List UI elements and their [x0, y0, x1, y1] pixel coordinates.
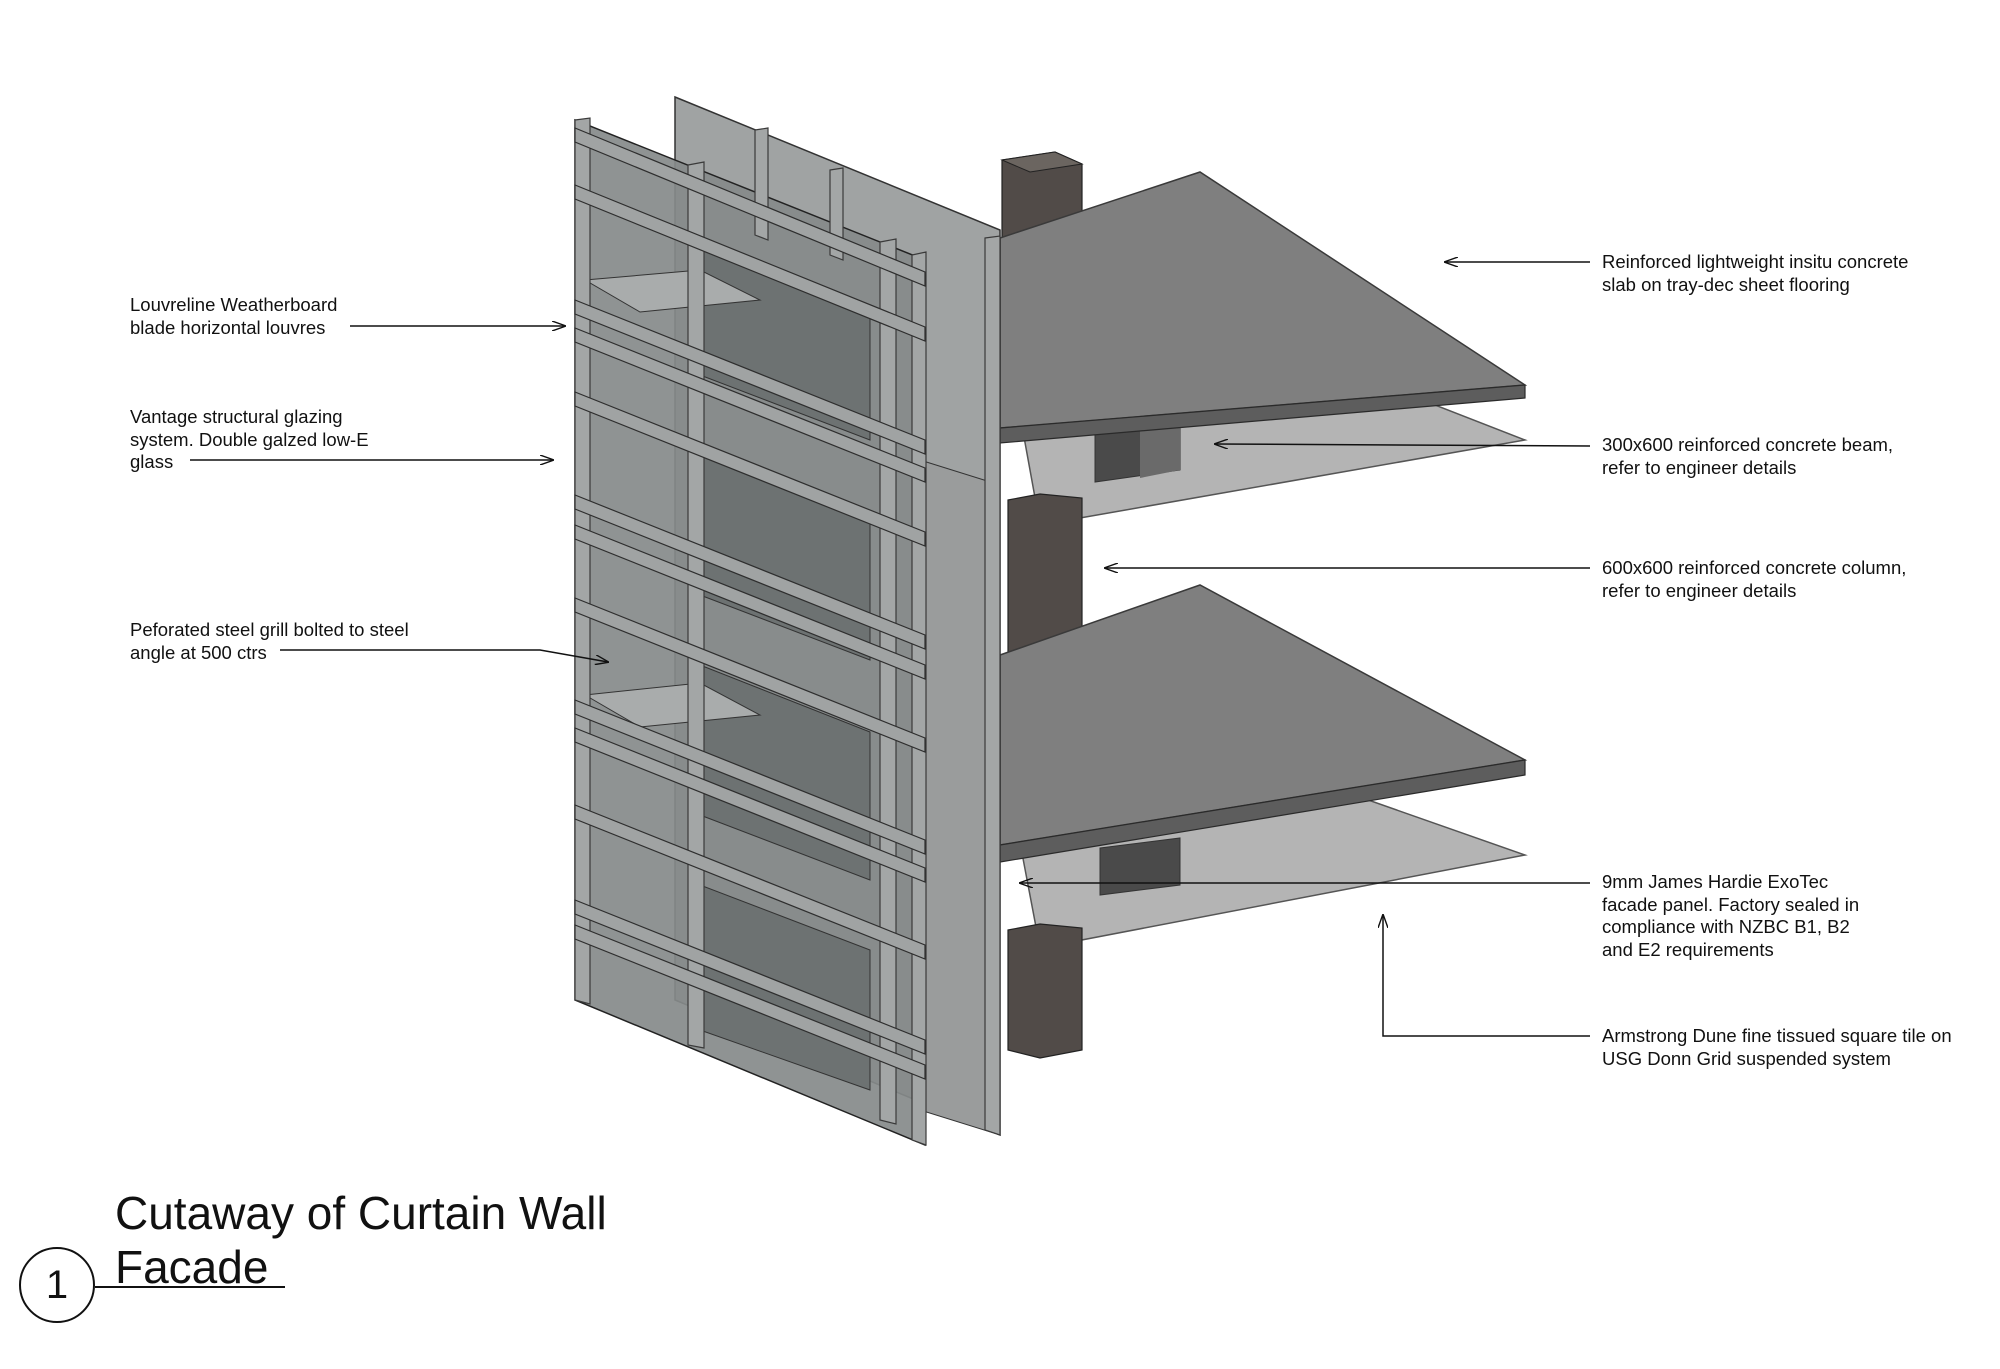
drawing-title-line2: Facade — [115, 1241, 269, 1293]
drawing-title: Cutaway of Curtain Wall Facade — [115, 1186, 607, 1294]
annotation-glazing: Vantage structural glazing system. Doubl… — [130, 406, 369, 472]
steel-grill-lower — [583, 682, 762, 728]
steel-grill-upper — [583, 269, 762, 313]
annotation-facade-panel: 9mm James Hardie ExoTec facade panel. Fa… — [1602, 871, 1860, 960]
view-number-bubble: 1 — [19, 1247, 95, 1323]
annotation-louvre: Louvreline Weatherboard blade horizontal… — [130, 294, 338, 338]
drawing-title-line1: Cutaway of Curtain Wall — [115, 1187, 607, 1239]
upper-beam-side — [1140, 418, 1180, 478]
annotation-concrete-column: 600x600 reinforced concrete column, refe… — [1602, 557, 1907, 601]
lower-column — [1007, 923, 1083, 1059]
annotation-steel-grill: Peforated steel grill bolted to steel an… — [130, 619, 409, 663]
leader-lines — [190, 262, 1591, 1037]
louvre-blades — [574, 127, 926, 1080]
annotation-concrete-slab: Reinforced lightweight insitu concrete s… — [1602, 251, 1909, 295]
upper-column-top — [1000, 151, 1084, 173]
annotation-ceiling-tile: Armstrong Dune fine tissued square tile … — [1602, 1025, 1952, 1069]
lower-beam — [1099, 837, 1181, 896]
annotation-concrete-beam: 300x600 reinforced concrete beam, refer … — [1602, 434, 1894, 478]
